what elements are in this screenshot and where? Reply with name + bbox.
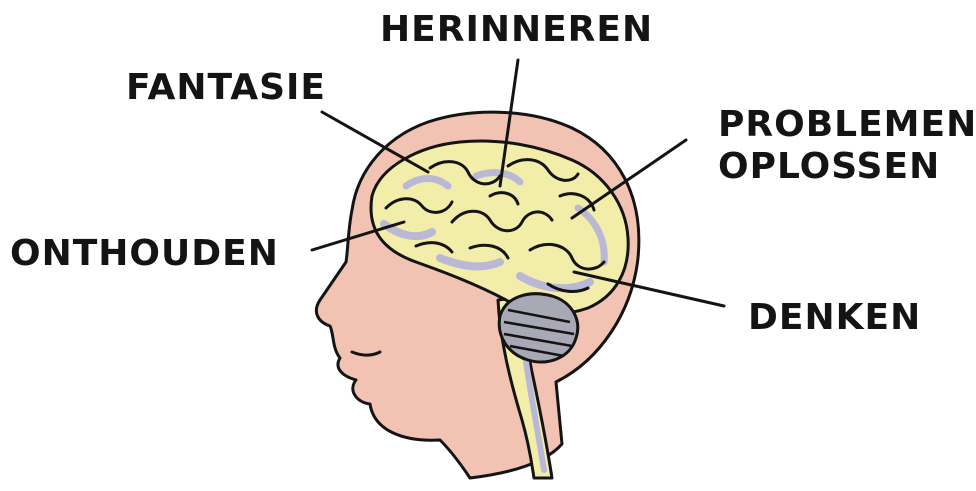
label-oplossen: OPLOSSEN [718,146,976,188]
label-herinneren: HERINNEREN [380,10,653,50]
label-fantasie: FANTASIE [126,68,326,108]
cerebellum [499,294,577,362]
label-problemen-oplossen: PROBLEMEN OPLOSSEN [718,104,976,188]
label-denken: DENKEN [748,298,921,338]
label-onthouden: ONTHOUDEN [10,234,279,274]
label-problemen: PROBLEMEN [718,104,976,146]
